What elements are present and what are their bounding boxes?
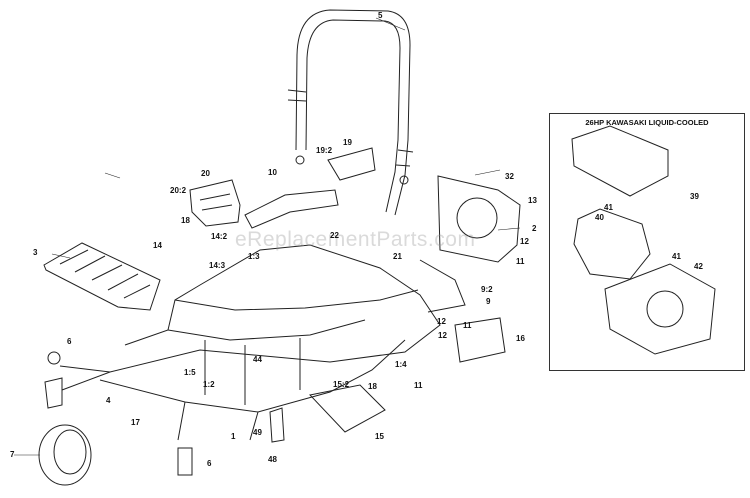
callout-label: 5 bbox=[378, 11, 383, 20]
callout-label: 13 bbox=[528, 196, 537, 205]
leader-lines bbox=[14, 17, 521, 456]
engine-shroud bbox=[571, 125, 669, 197]
callout-label: 32 bbox=[505, 172, 514, 181]
inset-callout-label: 39 bbox=[690, 192, 699, 201]
bracket-10 bbox=[244, 189, 339, 229]
callout-label: 10 bbox=[268, 168, 277, 177]
callout-label: 1:5 bbox=[184, 368, 196, 377]
caster-post bbox=[177, 447, 193, 476]
deck-plate bbox=[43, 242, 161, 311]
bracket-16 bbox=[454, 317, 506, 363]
callout-label: 22 bbox=[330, 231, 339, 240]
callout-label: 14:3 bbox=[209, 261, 226, 270]
callout-label: 12 bbox=[520, 237, 529, 246]
callout-label: 1:2 bbox=[203, 380, 215, 389]
callout-label: 21 bbox=[393, 252, 402, 261]
inset-callout-label: 42 bbox=[694, 262, 703, 271]
callout-label: 15 bbox=[375, 432, 384, 441]
callout-label: 49 bbox=[253, 428, 262, 437]
callout-label: 18 bbox=[181, 216, 190, 225]
inset-callout-label: 40 bbox=[595, 213, 604, 222]
callout-label: 2 bbox=[532, 224, 537, 233]
callout-label: 12 bbox=[438, 331, 447, 340]
callout-label: 15:2 bbox=[333, 380, 350, 389]
callout-label: 19:2 bbox=[316, 146, 333, 155]
callout-label: 1:4 bbox=[395, 360, 407, 369]
caster-wheel bbox=[38, 351, 111, 486]
engine-hood-panel bbox=[437, 175, 521, 263]
plate-49 bbox=[269, 407, 285, 443]
engine-block-right bbox=[604, 263, 716, 355]
callout-label: 11 bbox=[414, 381, 423, 390]
callout-label: 44 bbox=[253, 355, 262, 364]
callout-label: 3 bbox=[33, 248, 38, 257]
callout-label: 20 bbox=[201, 169, 210, 178]
seat-mount-bracket bbox=[189, 179, 241, 227]
cover-15 bbox=[309, 384, 386, 433]
engine-inset-panel: 26HP KAWASAKI LIQUID-COOLED bbox=[549, 113, 745, 371]
callout-label: 11 bbox=[463, 321, 472, 330]
callout-label: 14 bbox=[153, 241, 162, 250]
callout-label: 4 bbox=[106, 396, 111, 405]
callout-label: 14:2 bbox=[211, 232, 228, 241]
callout-label: 9 bbox=[486, 297, 491, 306]
callout-label: 18 bbox=[368, 382, 377, 391]
inset-callout-label: 41 bbox=[672, 252, 681, 261]
callout-label: 12 bbox=[437, 317, 446, 326]
engine-block-left bbox=[573, 208, 651, 280]
callout-label: 9:2 bbox=[481, 285, 493, 294]
callout-label: 7 bbox=[10, 450, 15, 459]
callout-label: 11 bbox=[516, 257, 525, 266]
callout-label: 48 bbox=[268, 455, 277, 464]
inset-drawing bbox=[571, 125, 716, 355]
inset-callout-label: 41 bbox=[604, 203, 613, 212]
callout-label: 1 bbox=[231, 432, 236, 441]
callout-label: 20:2 bbox=[170, 186, 187, 195]
callout-label: 6 bbox=[67, 337, 72, 346]
callout-label: 1:3 bbox=[248, 252, 260, 261]
callout-label: 19 bbox=[343, 138, 352, 147]
callout-label: 16 bbox=[516, 334, 525, 343]
watermark: eReplacementParts.com bbox=[235, 228, 476, 251]
callout-label: 17 bbox=[131, 418, 140, 427]
main-frame bbox=[59, 244, 466, 441]
bracket-19 bbox=[327, 147, 376, 181]
inset-title: 26HP KAWASAKI LIQUID-COOLED bbox=[585, 118, 709, 127]
roll-bar bbox=[287, 9, 414, 216]
callout-label: 6 bbox=[207, 459, 212, 468]
